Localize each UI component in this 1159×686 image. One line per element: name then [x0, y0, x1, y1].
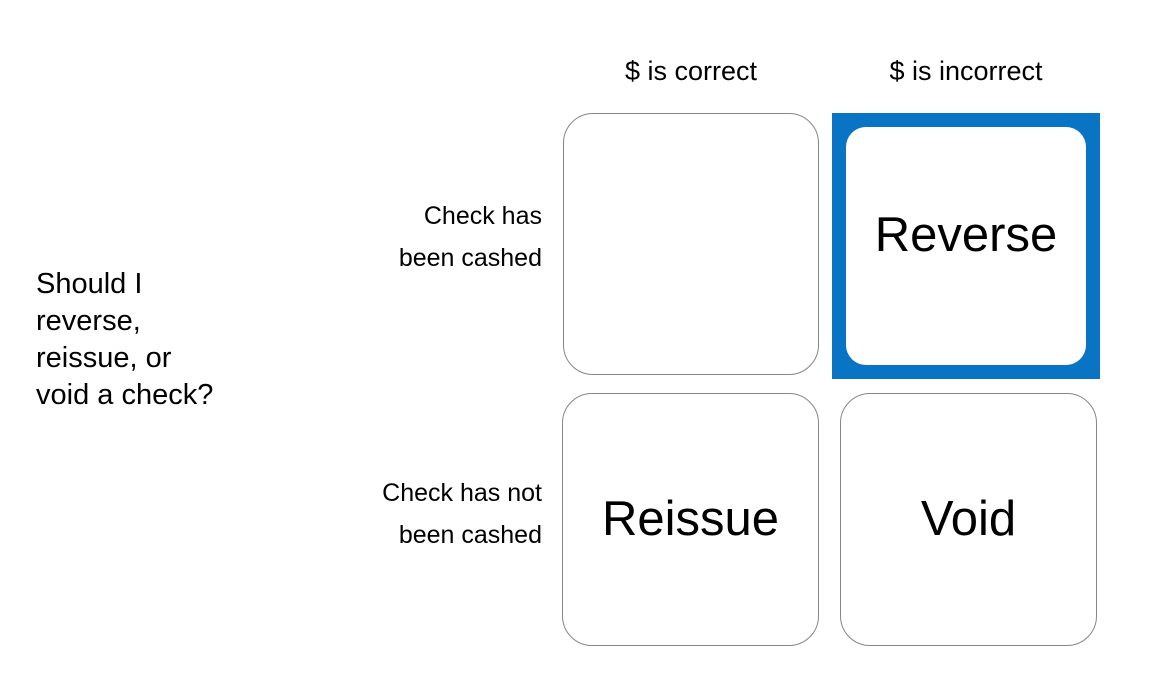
column-header-money-incorrect: $ is incorrect: [889, 56, 1043, 86]
matrix-cell-not-cashed-incorrect[interactable]: Void: [840, 393, 1097, 646]
row-header-check-not-cashed: Check has not been cashed: [382, 479, 542, 549]
page-title: Should I reverse, reissue, or void a che…: [36, 268, 214, 411]
matrix-cell-label: Reissue: [601, 491, 780, 546]
matrix-cell-label: Void: [920, 491, 1017, 546]
column-header-money-correct: $ is correct: [624, 56, 758, 86]
matrix-cell-label: Reverse: [874, 208, 1058, 263]
matrix-cell-cashed-incorrect[interactable]: Reverse: [832, 113, 1100, 379]
matrix-cell-not-cashed-correct[interactable]: Reissue: [562, 393, 819, 646]
matrix-cell-cashed-correct[interactable]: [563, 113, 819, 375]
row-header-check-cashed: Check has been cashed: [398, 202, 542, 272]
highlight-inner-fill: [846, 127, 1086, 365]
